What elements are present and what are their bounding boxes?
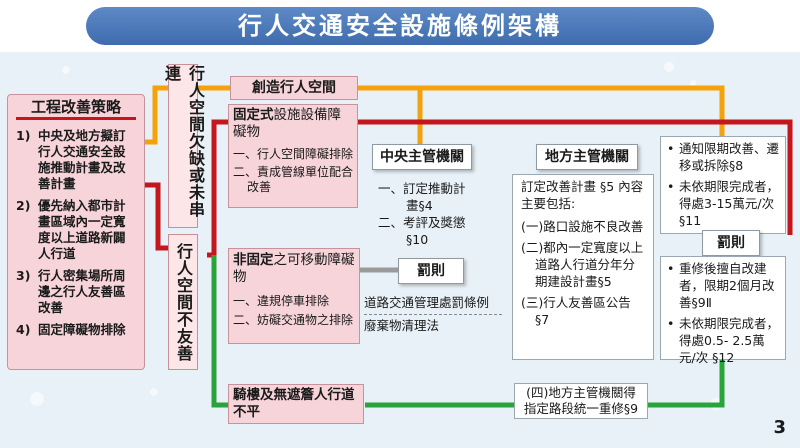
central-item: 一、訂定推動計畫§4: [378, 181, 466, 213]
strategy-item-num: 1): [16, 128, 31, 143]
page-title: 行人交通安全設施條例架構: [86, 7, 714, 45]
bullet-icon: •: [667, 141, 675, 156]
nonfixed-prefix: 非固定: [233, 252, 274, 268]
strategy-item: 2) 優先納入都市計畫區域內一定寬度以上道路新闢人行道: [16, 198, 136, 262]
local-content-box: 訂定改善計畫 §5 內容主要包括: (一)路口設施不良改善 (二)都內一定寬度以…: [512, 174, 654, 360]
decor-bubble: [150, 388, 158, 396]
penalty-mid-item: 廢棄物清理法: [364, 318, 440, 333]
decor-bubble: [664, 62, 674, 72]
penalty-mid-divider: [364, 314, 502, 315]
right-top-item-text: 通知限期改善、遷移或拆除§8: [679, 141, 780, 173]
fixed-item: 二、責成管線單位配合改善: [233, 165, 354, 194]
unfriendly-space-label: 行人空間不友善: [168, 234, 198, 370]
penalty-right-item-text: 重修後擅自改建者，限期2個月改善§9Ⅱ: [679, 261, 775, 310]
local-title: 地方主管機關: [536, 144, 638, 170]
penalty-mid-title: 罰則: [398, 258, 464, 284]
arcade-note-box: (四)地方主管機關得指定路段統一重修§9: [514, 383, 648, 419]
strategy-item-num: 2): [16, 198, 31, 213]
strategy-item-text: 行人密集場所周邊之行人友善區改善: [38, 268, 126, 315]
page-number: 3: [773, 417, 786, 438]
local-item: (二)都內一定寬度以上道路人行道分年分期建設計畫§5: [521, 240, 644, 289]
penalty-right-item: • 重修後擅自改建者，限期2個月改善§9Ⅱ: [667, 260, 779, 311]
green-connector: [211, 255, 230, 408]
fixed-obstacle-box: 固定式設施設備障礙物 一、行人空間障礙排除 二、責成管線單位配合改善: [228, 104, 358, 208]
nonfixed-item: 一、違規停車排除: [233, 294, 330, 308]
local-item: (三)行人友善區公告 §7: [521, 295, 631, 327]
central-title: 中央主管機關: [372, 144, 472, 170]
right-top-item: • 通知限期改善、遷移或拆除§8: [667, 140, 779, 174]
strategy-item-num: 3): [16, 268, 31, 283]
strategy-item-num: 4): [16, 322, 31, 337]
strategy-item-text: 中央及地方擬訂行人交通安全設施推動計畫及改善計畫: [38, 128, 126, 191]
bullet-icon: •: [667, 316, 675, 331]
strategy-item: 3) 行人密集場所周邊之行人友善區改善: [16, 268, 136, 316]
fixed-prefix: 固定式: [233, 107, 274, 123]
arcade-box: 騎樓及無遮簷人行道不平: [228, 384, 364, 424]
penalty-right-title: 罰則: [702, 230, 760, 256]
nonfixed-obstacle-title: 非固定之可移動障礙物: [233, 252, 355, 286]
strategy-item-text: 優先納入都市計畫區域內一定寬度以上道路新闢人行道: [38, 198, 126, 261]
strategy-item: 4) 固定障礙物排除: [16, 322, 136, 338]
penalty-mid-item: 道路交通管理處罰條例: [364, 295, 490, 310]
red-connector: [145, 182, 172, 251]
strategy-item-text: 固定障礙物排除: [38, 322, 126, 337]
orange-connector: [420, 85, 725, 152]
fixed-obstacle-title: 固定式設施設備障礙物: [233, 107, 353, 141]
penalty-right-item: • 未依期限完成者，得處0.5- 2.5萬元/次 §12: [667, 315, 779, 366]
central-item: 二、考評及獎懲§10: [378, 215, 466, 247]
nonfixed-item: 二、妨礙交通物之排除: [233, 313, 354, 327]
nonfixed-title-rest: 之可移動障礙物: [233, 252, 355, 285]
decor-bubble: [30, 392, 44, 406]
nonfixed-obstacle-box: 非固定之可移動障礙物 一、違規停車排除 二、妨礙交通物之排除: [228, 248, 360, 344]
create-space-box: 創造行人空間: [230, 76, 358, 100]
strategy-item: 1) 中央及地方擬訂行人交通安全設施推動計畫及改善計畫: [16, 128, 136, 192]
bullet-icon: •: [667, 261, 675, 276]
fixed-item: 一、行人空間障礙排除: [233, 147, 354, 161]
local-item: (一)路口設施不良改善: [521, 219, 644, 234]
red-connector: [207, 119, 232, 258]
right-top-item: • 未依期限完成者，得處3-15萬元/次 §11: [667, 178, 779, 229]
strategy-panel: 工程改善策略 1) 中央及地方擬訂行人交通安全設施推動計畫及改善計畫 2) 優先…: [7, 94, 145, 370]
penalty-right-item-text: 未依期限完成者，得處0.5- 2.5萬元/次 §12: [679, 316, 780, 365]
decor-bubble: [62, 66, 70, 74]
local-intro: 訂定改善計畫 §5 內容主要包括:: [521, 179, 644, 211]
strategy-title: 工程改善策略: [16, 99, 136, 120]
decor-bubble: [690, 80, 696, 86]
right-top-item-text: 未依期限完成者，得處3-15萬元/次 §11: [679, 179, 780, 228]
fixed-title-rest: 設施設備障礙物: [233, 107, 341, 140]
red-connector: [355, 119, 793, 235]
penalty-right-box: • 重修後擅自改建者，限期2個月改善§9Ⅱ • 未依期限完成者，得處0.5- 2…: [660, 256, 786, 365]
missing-space-label: 行人空間欠缺或未串連: [162, 64, 205, 228]
bullet-icon: •: [667, 179, 675, 194]
right-top-box: • 通知限期改善、遷移或拆除§8 • 未依期限完成者，得處3-15萬元/次 §1…: [660, 136, 786, 234]
